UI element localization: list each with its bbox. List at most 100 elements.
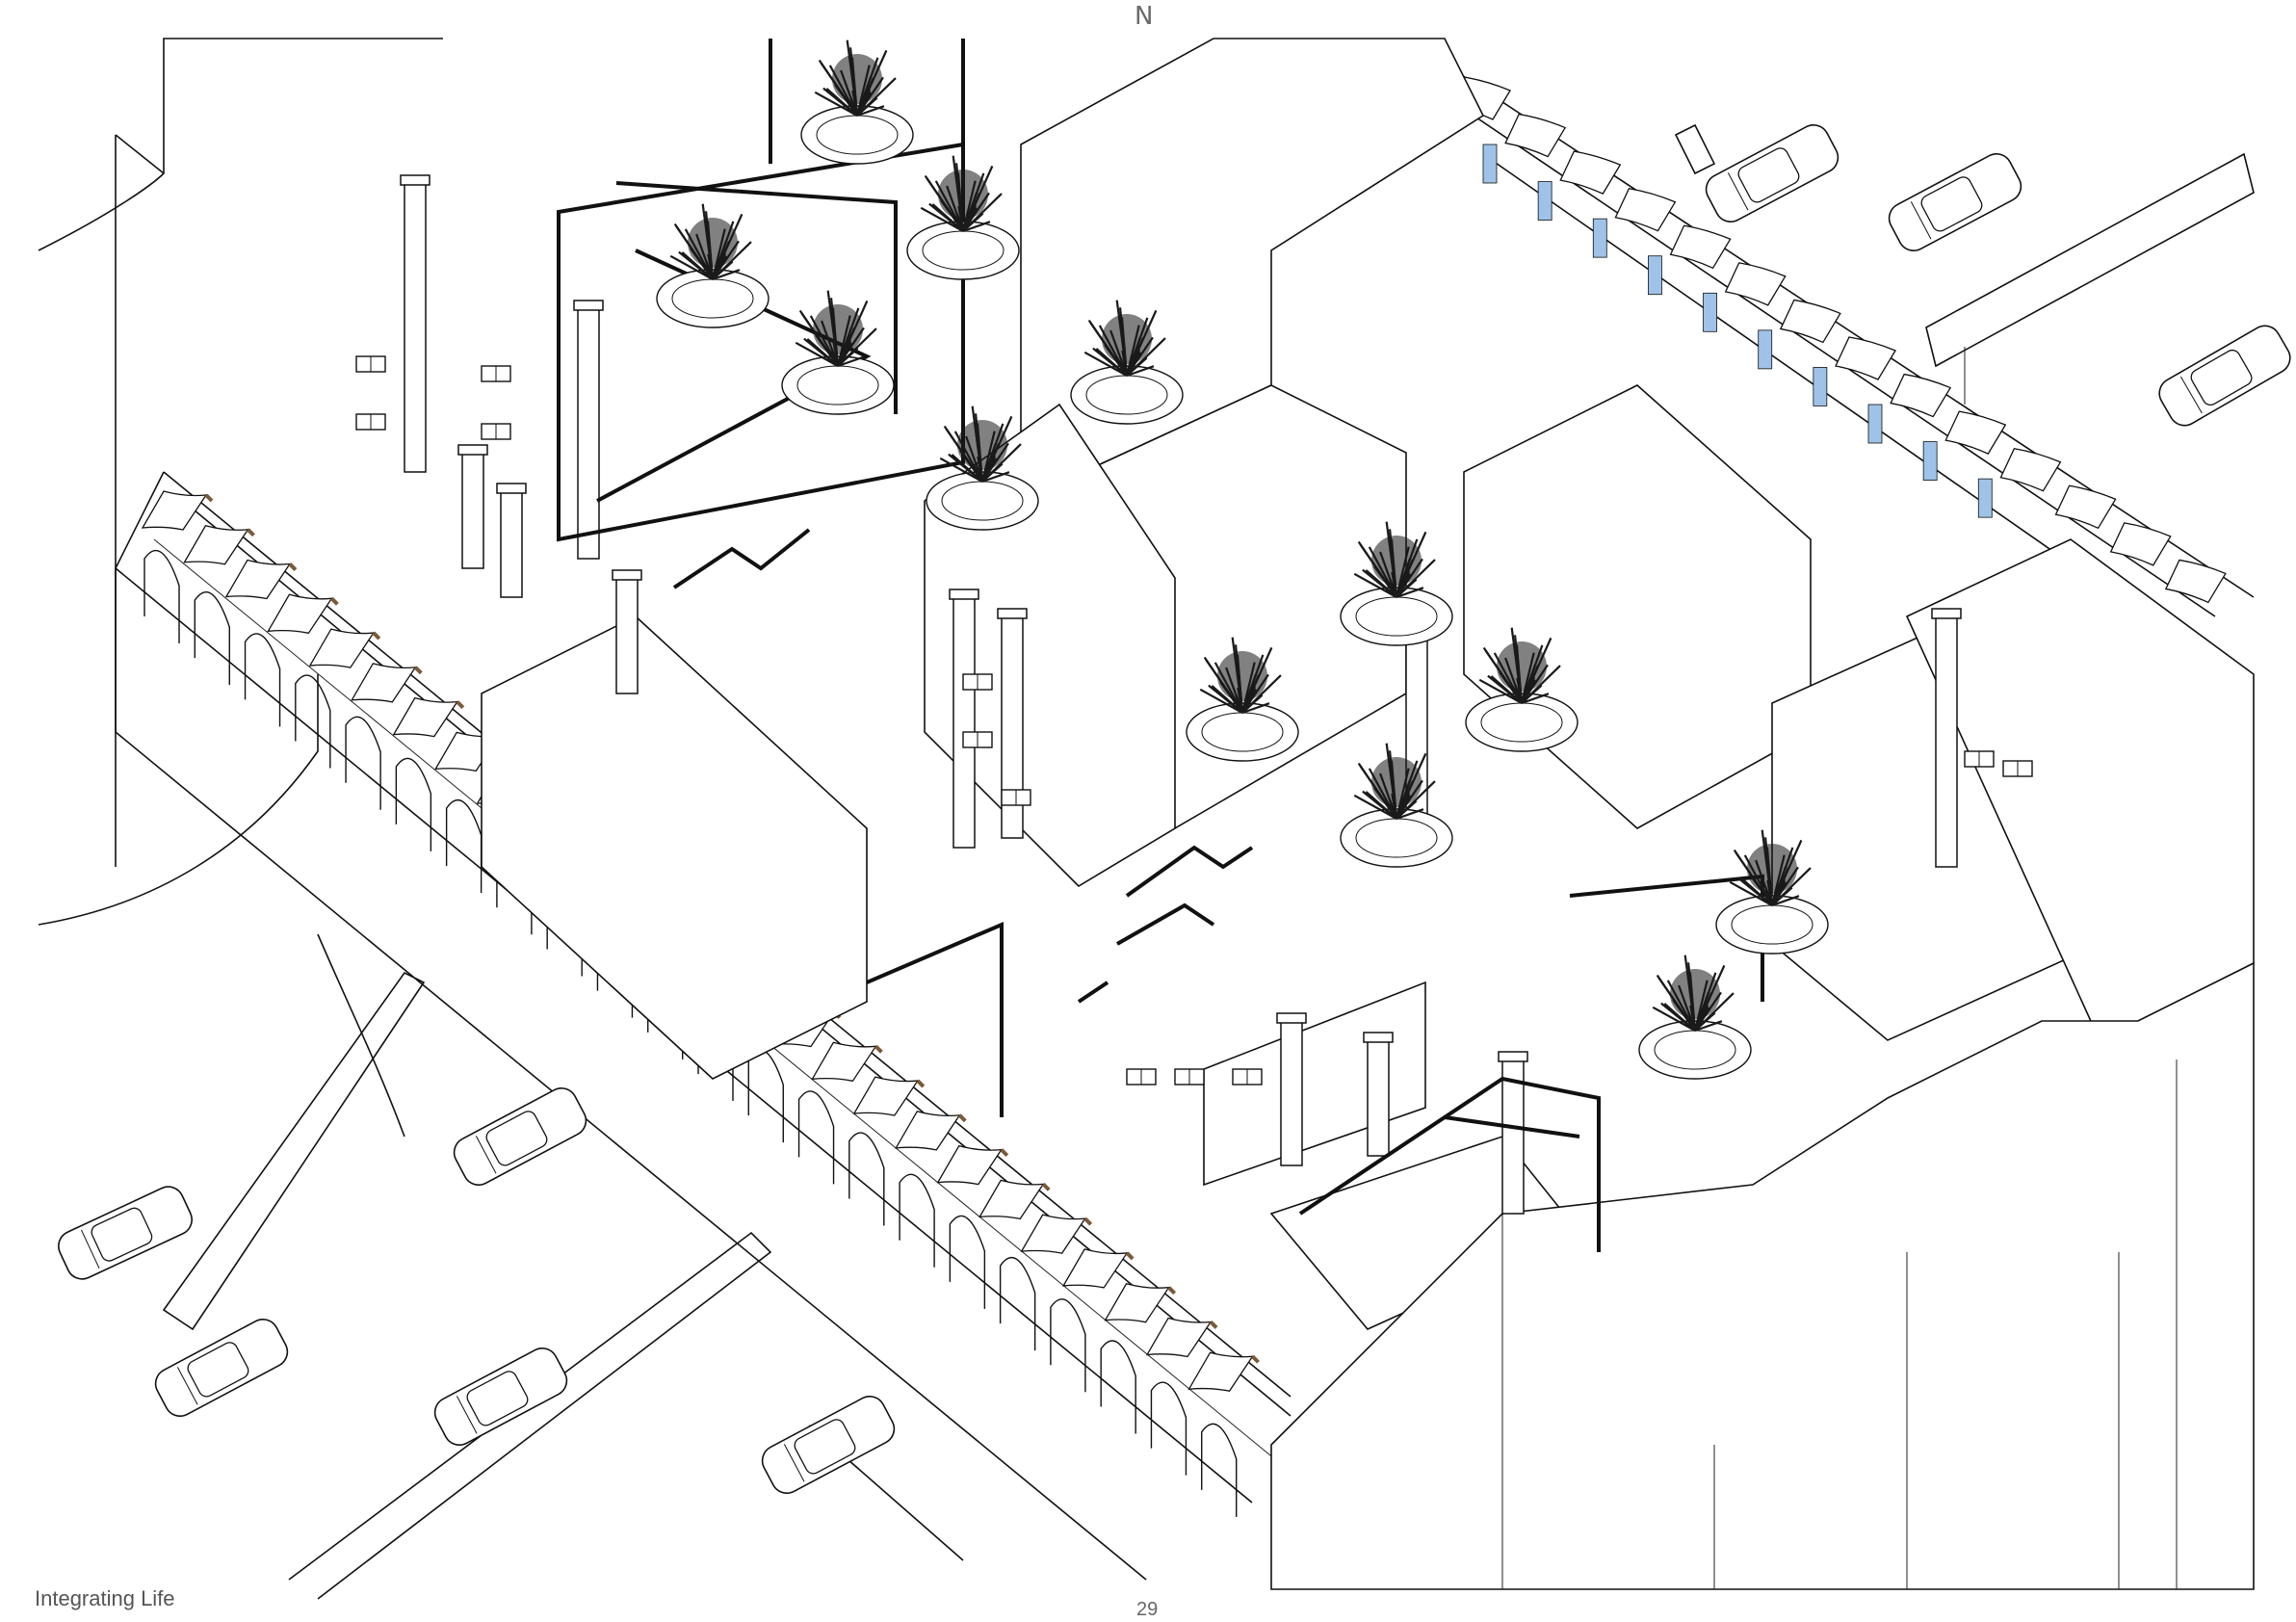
tree-branch bbox=[837, 327, 877, 367]
arch bbox=[194, 591, 230, 686]
canopy-sail bbox=[351, 663, 417, 703]
page-number: 29 bbox=[1136, 1599, 1159, 1620]
tree-branch bbox=[1478, 678, 1523, 704]
tree-branch bbox=[1729, 880, 1773, 906]
tree-branch bbox=[1521, 665, 1561, 704]
tree-branch bbox=[1396, 780, 1436, 820]
window-pane bbox=[1592, 218, 1607, 258]
tree-branch bbox=[1652, 1006, 1696, 1032]
tree-branch bbox=[856, 105, 885, 118]
tree-branch bbox=[920, 206, 964, 232]
tree-branch bbox=[1083, 351, 1128, 377]
tree-branch bbox=[1737, 876, 1773, 906]
chimney bbox=[615, 577, 639, 694]
canopy-sail bbox=[1559, 150, 1622, 195]
canopy-sail bbox=[1187, 1351, 1254, 1392]
tree-canopy bbox=[813, 304, 863, 354]
arch bbox=[899, 1173, 935, 1268]
tree-canopy bbox=[1371, 536, 1422, 586]
arch bbox=[747, 1049, 784, 1143]
tree-branch bbox=[1241, 702, 1270, 715]
window-pane bbox=[1813, 367, 1828, 406]
tree-canopy bbox=[1102, 314, 1152, 364]
car-windshield bbox=[80, 1229, 100, 1269]
tree-branch bbox=[1241, 674, 1282, 714]
chimney bbox=[952, 596, 976, 849]
tree-branch bbox=[1208, 684, 1243, 714]
tree-branch bbox=[1092, 347, 1128, 377]
car-windshield bbox=[1910, 201, 1932, 240]
north-marker: N bbox=[1135, 2, 1154, 31]
tree-canopy bbox=[1217, 651, 1267, 701]
car-roof bbox=[794, 1419, 856, 1475]
courtyard-trees bbox=[656, 39, 1829, 1080]
canopy-beam bbox=[1125, 1251, 1135, 1261]
arch bbox=[1100, 1340, 1136, 1434]
canopy-sail bbox=[2109, 522, 2172, 566]
car bbox=[453, 1087, 587, 1186]
tree-branch bbox=[981, 443, 1022, 483]
tree-branch bbox=[712, 241, 752, 280]
canopy-beam bbox=[204, 493, 214, 503]
canopy-sail bbox=[308, 628, 376, 668]
window-pane bbox=[1537, 181, 1552, 221]
steel-frames bbox=[557, 39, 1764, 1252]
tree-branch bbox=[981, 471, 1010, 484]
chimney-cap bbox=[573, 300, 604, 311]
arch bbox=[848, 1132, 885, 1226]
chimney-cap bbox=[457, 444, 488, 456]
canopy-beam bbox=[329, 596, 339, 606]
car-roof bbox=[1920, 176, 1983, 232]
car-windshield bbox=[1727, 172, 1749, 211]
car-windshield bbox=[176, 1367, 198, 1405]
tree-branch bbox=[1396, 559, 1436, 598]
canopy-beam bbox=[1083, 1216, 1093, 1226]
chimney bbox=[404, 182, 427, 473]
canopy-sail bbox=[895, 1111, 961, 1151]
canopy-sail bbox=[392, 696, 459, 738]
car bbox=[433, 1347, 568, 1446]
street-cars bbox=[58, 124, 2291, 1494]
tree-branch bbox=[1694, 992, 1735, 1032]
tree-canopy bbox=[1497, 641, 1547, 692]
window-pane bbox=[1867, 404, 1883, 444]
tree-branch bbox=[1396, 587, 1424, 599]
tree-canopy bbox=[832, 54, 882, 104]
tree-branch bbox=[837, 355, 866, 368]
car-windshield bbox=[783, 1444, 805, 1482]
canopy-beam bbox=[456, 700, 465, 710]
tree-branch bbox=[1771, 895, 1800, 907]
canopy-sail bbox=[1944, 410, 2007, 455]
canopy-sail bbox=[811, 1041, 877, 1083]
tree-canopy bbox=[957, 420, 1007, 470]
car bbox=[761, 1396, 896, 1494]
car-roof bbox=[485, 1111, 548, 1166]
canopy-sail bbox=[852, 1076, 920, 1116]
tree-branch bbox=[1199, 688, 1243, 714]
tree-canopy bbox=[1747, 844, 1797, 894]
tree-branch bbox=[1353, 794, 1397, 820]
chimney bbox=[461, 452, 484, 569]
tree-branch bbox=[1487, 674, 1523, 704]
window-pane bbox=[1482, 144, 1498, 184]
car bbox=[58, 1186, 193, 1280]
chimney-cap bbox=[1363, 1032, 1394, 1043]
canopy-sail bbox=[2054, 484, 2117, 530]
canopy-sail bbox=[183, 525, 249, 565]
canopy-beam bbox=[1000, 1148, 1009, 1158]
window-pane bbox=[1922, 441, 1938, 481]
canopy-beam bbox=[916, 1079, 926, 1088]
canopy-beam bbox=[1209, 1321, 1218, 1329]
canopy-sail bbox=[1614, 187, 1677, 232]
canopy-sail bbox=[1890, 373, 1952, 418]
car bbox=[2158, 325, 2291, 427]
staircases bbox=[672, 528, 1254, 1004]
chimney-cap bbox=[1276, 1012, 1307, 1024]
tree-branch bbox=[856, 77, 897, 117]
car-roof bbox=[91, 1207, 153, 1262]
window-pane bbox=[1758, 329, 1773, 370]
tree-branch bbox=[1694, 1020, 1723, 1033]
canopy-sail bbox=[141, 490, 208, 531]
chimney bbox=[1280, 1020, 1303, 1166]
